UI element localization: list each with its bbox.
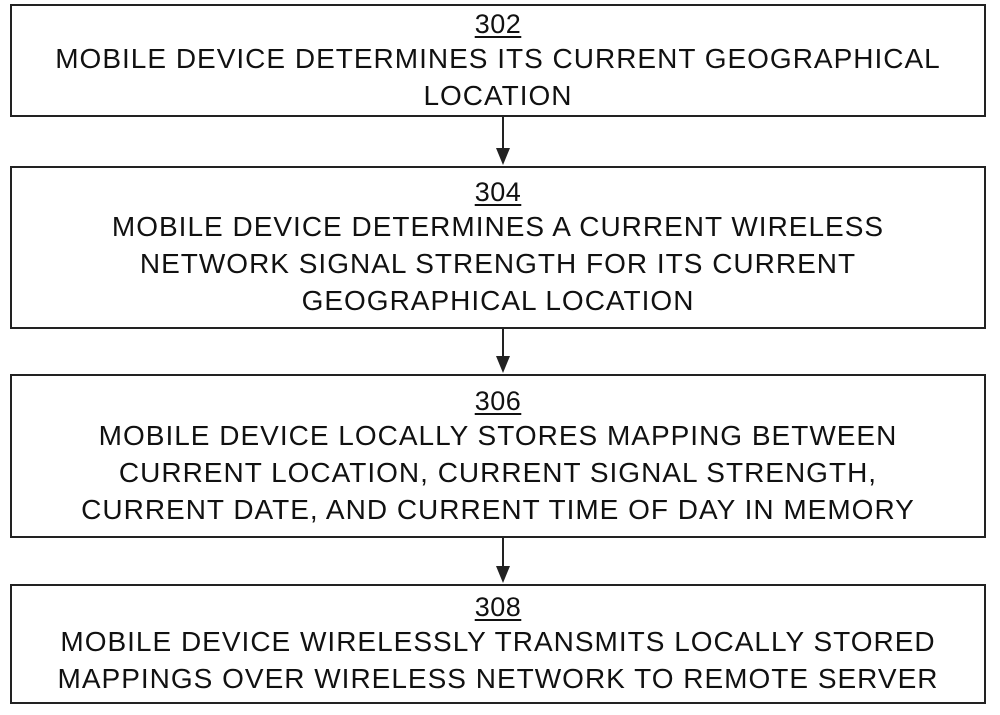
arrow-304-to-306 bbox=[496, 329, 510, 373]
step-text-line: NETWORK SIGNAL STRENGTH FOR ITS CURRENT bbox=[139, 248, 857, 279]
step-text-line: MAPPINGS OVER WIRELESS NETWORK TO REMOTE… bbox=[57, 663, 939, 694]
arrow-302-to-304 bbox=[496, 117, 510, 165]
step-number: 302 bbox=[474, 8, 522, 39]
step-description: MOBILE DEVICE DETERMINES ITS CURRENT GEO… bbox=[35, 40, 961, 114]
step-302-box: 302 MOBILE DEVICE DETERMINES ITS CURRENT… bbox=[10, 4, 986, 117]
step-308-box: 308 MOBILE DEVICE WIRELESSLY TRANSMITS L… bbox=[10, 584, 986, 704]
step-text-line: CURRENT LOCATION, CURRENT SIGNAL STRENGT… bbox=[118, 456, 878, 488]
step-number: 306 bbox=[474, 385, 522, 416]
step-304-box: 304 MOBILE DEVICE DETERMINES A CURRENT W… bbox=[10, 166, 986, 329]
step-text-line: MOBILE DEVICE DETERMINES ITS CURRENT GEO… bbox=[55, 42, 941, 74]
step-text-line: GEOGRAPHICAL LOCATION bbox=[301, 285, 695, 316]
step-text-line: MOBILE DEVICE LOCALLY STORES MAPPING BET… bbox=[98, 419, 898, 451]
step-text-line: LOCATION bbox=[423, 79, 573, 111]
step-text-line: MOBILE DEVICE DETERMINES A CURRENT WIREL… bbox=[111, 211, 885, 242]
step-text-line: CURRENT DATE, AND CURRENT TIME OF DAY IN… bbox=[81, 493, 915, 525]
arrow-306-to-308 bbox=[496, 538, 510, 583]
step-number: 308 bbox=[474, 592, 522, 622]
step-description: MOBILE DEVICE DETERMINES A CURRENT WIREL… bbox=[92, 208, 904, 319]
step-306-box: 306 MOBILE DEVICE LOCALLY STORES MAPPING… bbox=[10, 374, 986, 538]
step-number: 304 bbox=[474, 177, 522, 207]
step-description: MOBILE DEVICE WIRELESSLY TRANSMITS LOCAL… bbox=[38, 623, 959, 697]
step-description: MOBILE DEVICE LOCALLY STORES MAPPING BET… bbox=[61, 417, 935, 528]
step-text-line: MOBILE DEVICE WIRELESSLY TRANSMITS LOCAL… bbox=[60, 626, 936, 657]
